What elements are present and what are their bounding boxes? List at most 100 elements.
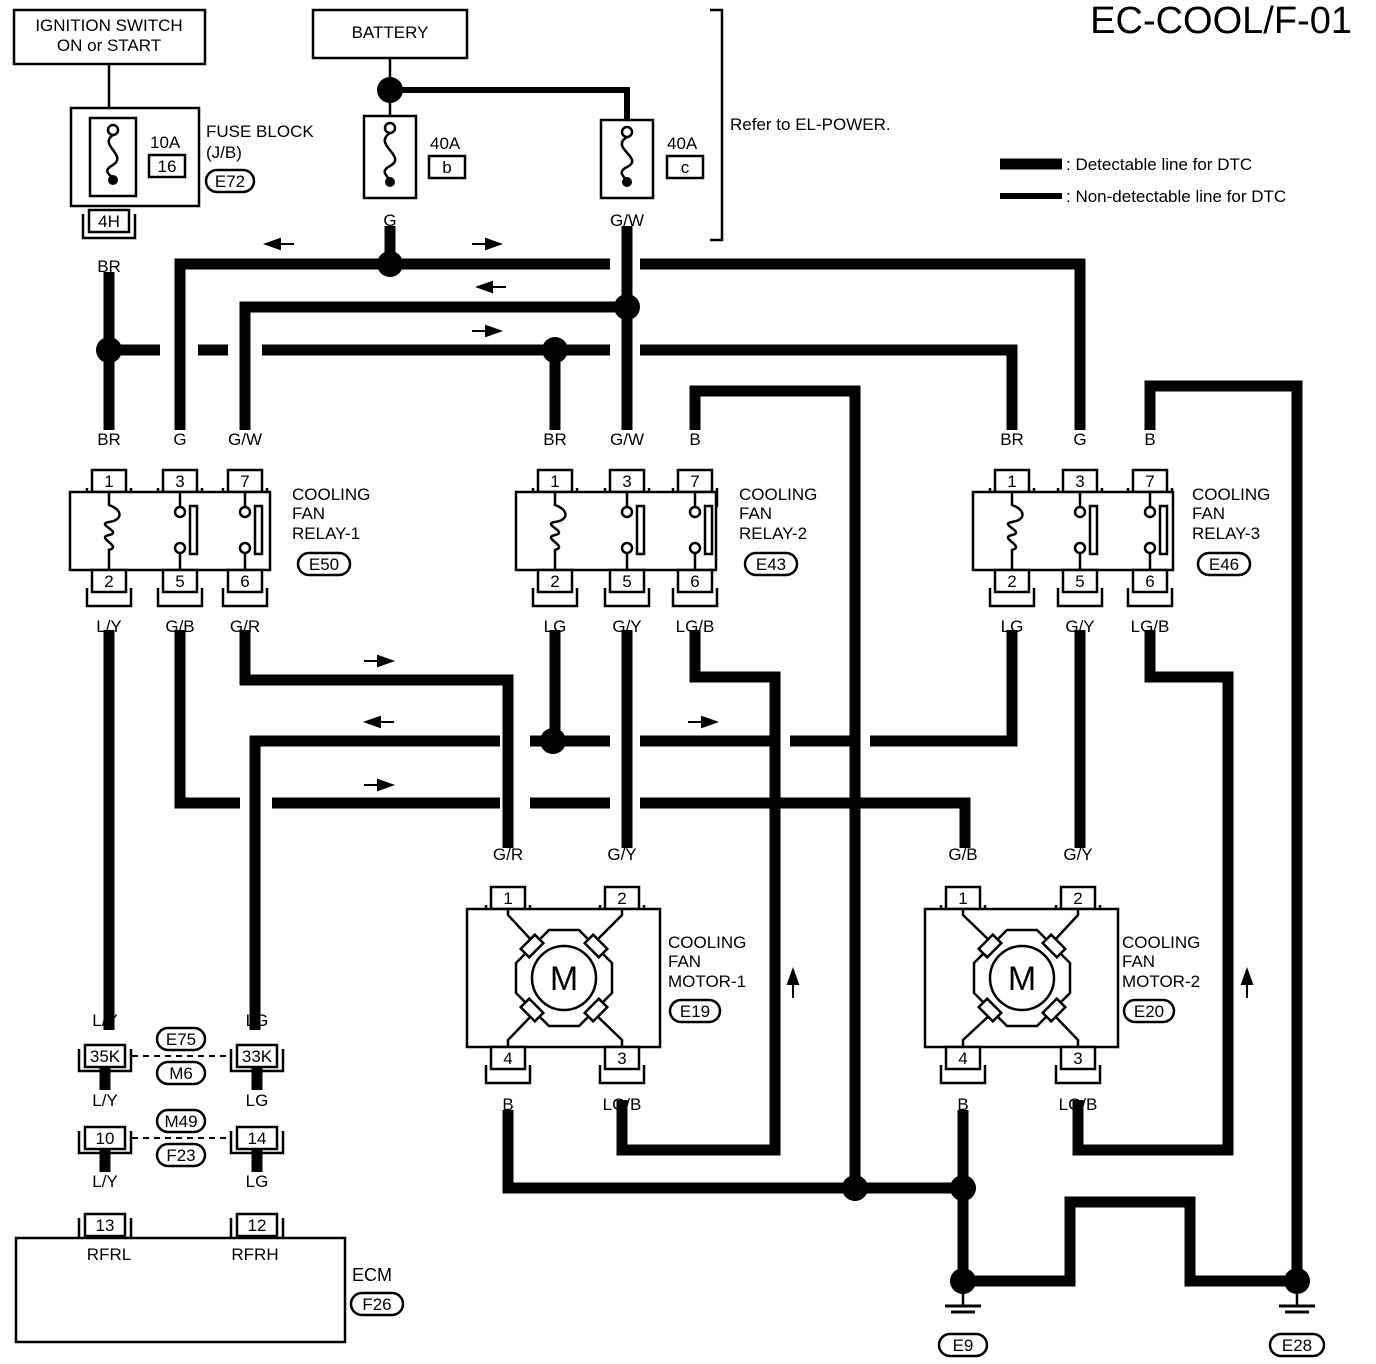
svg-text:M: M — [550, 960, 578, 998]
wire-br-label: BR — [97, 257, 121, 276]
ignition-switch-label: IGNITION SWITCH — [35, 16, 182, 35]
svg-text:G/R: G/R — [230, 617, 260, 636]
fuse-block-label: FUSE BLOCK — [206, 122, 314, 141]
svg-text:RELAY-3: RELAY-3 — [1192, 524, 1260, 543]
svg-text:3: 3 — [1075, 472, 1084, 491]
svg-text:G: G — [383, 211, 396, 230]
ignition-switch-box — [12, 8, 207, 66]
svg-text:4H: 4H — [98, 212, 120, 231]
svg-text:7: 7 — [240, 472, 249, 491]
svg-text:RFRL: RFRL — [87, 1245, 131, 1264]
svg-text:G: G — [1073, 430, 1086, 449]
svg-text:LG: LG — [246, 1172, 269, 1191]
svg-text:40A: 40A — [667, 134, 698, 153]
svg-text:B: B — [1184, 1229, 1195, 1248]
svg-text:BR: BR — [1000, 430, 1024, 449]
svg-text:COOLING: COOLING — [668, 933, 746, 952]
svg-text:F23: F23 — [166, 1146, 195, 1165]
svg-text:6: 6 — [690, 572, 699, 591]
svg-text:FAN: FAN — [1122, 952, 1155, 971]
svg-text:2: 2 — [550, 572, 559, 591]
fuse-block-sublabel: (J/B) — [206, 143, 242, 162]
svg-text:LG: LG — [246, 1091, 269, 1110]
svg-text:LG/B: LG/B — [603, 1095, 642, 1114]
svg-text:5: 5 — [175, 572, 184, 591]
legend-detectable: : Detectable line for DTC — [1066, 155, 1252, 174]
fuse-number: 16 — [158, 157, 177, 176]
svg-text:E46: E46 — [1209, 555, 1239, 574]
svg-text:5: 5 — [622, 572, 631, 591]
svg-text:COOLING: COOLING — [1122, 933, 1200, 952]
svg-text:BR: BR — [543, 430, 567, 449]
svg-text:14: 14 — [248, 1129, 267, 1148]
svg-text:LG/B: LG/B — [1059, 1095, 1098, 1114]
svg-text:33K: 33K — [242, 1047, 273, 1066]
svg-text:BR: BR — [97, 430, 121, 449]
fuse-amp: 10A — [150, 133, 181, 152]
svg-text:MOTOR-2: MOTOR-2 — [1122, 972, 1200, 991]
svg-text:E75: E75 — [166, 1030, 196, 1049]
diagram-title: EC-COOL/F-01 — [1090, 0, 1352, 42]
legend: : Detectable line for DTC : Non-detectab… — [1000, 155, 1286, 206]
svg-text:G/W: G/W — [610, 211, 644, 230]
svg-text:RELAY-1: RELAY-1 — [292, 524, 360, 543]
svg-text:LG/B: LG/B — [676, 617, 715, 636]
refer-bracket — [710, 8, 724, 242]
svg-text:LG: LG — [246, 1011, 269, 1030]
svg-text:G: G — [173, 430, 186, 449]
svg-text:B: B — [689, 430, 700, 449]
svg-text:COOLING: COOLING — [292, 485, 370, 504]
svg-text:b: b — [442, 158, 451, 177]
svg-text:L/Y: L/Y — [96, 617, 122, 636]
svg-text:G/Y: G/Y — [1063, 845, 1092, 864]
svg-text:M49: M49 — [164, 1112, 197, 1131]
svg-text:FAN: FAN — [668, 952, 701, 971]
svg-text:COOLING: COOLING — [1192, 485, 1270, 504]
svg-text:E50: E50 — [309, 555, 339, 574]
svg-text:FAN: FAN — [739, 504, 772, 523]
svg-text:RFRH: RFRH — [231, 1245, 278, 1264]
svg-text:E19: E19 — [680, 1002, 710, 1021]
svg-text:B: B — [957, 1229, 968, 1248]
svg-text:6: 6 — [240, 572, 249, 591]
svg-text:c: c — [681, 158, 690, 177]
svg-text:E20: E20 — [1134, 1002, 1164, 1021]
svg-text:2: 2 — [104, 572, 113, 591]
ecm-connector: F26 — [362, 1295, 391, 1314]
svg-text:G/Y: G/Y — [612, 617, 641, 636]
legend-non-detectable: : Non-detectable line for DTC — [1066, 187, 1286, 206]
svg-text:COOLING: COOLING — [739, 485, 817, 504]
svg-text:1: 1 — [550, 472, 559, 491]
fuse-block-connector: E72 — [215, 172, 245, 191]
svg-text:L/Y: L/Y — [92, 1011, 118, 1030]
battery-box — [311, 8, 469, 60]
svg-text:1: 1 — [958, 889, 967, 908]
svg-text:35K: 35K — [90, 1047, 121, 1066]
svg-text:3: 3 — [617, 1049, 626, 1068]
svg-text:L/Y: L/Y — [92, 1091, 118, 1110]
svg-text:M6: M6 — [169, 1064, 193, 1083]
svg-text:1: 1 — [1007, 472, 1016, 491]
svg-text:B: B — [957, 1095, 968, 1114]
svg-text:3: 3 — [1073, 1049, 1082, 1068]
svg-text:5: 5 — [1075, 572, 1084, 591]
svg-text:B: B — [1144, 430, 1155, 449]
svg-text:B: B — [1291, 1229, 1302, 1248]
svg-text:6: 6 — [1145, 572, 1154, 591]
svg-text:LG/B: LG/B — [1131, 617, 1170, 636]
svg-text:1: 1 — [104, 472, 113, 491]
svg-text:B: B — [1064, 1229, 1075, 1248]
fusible-link-c: 40A c G/W — [599, 118, 705, 230]
svg-text:40A: 40A — [430, 134, 461, 153]
svg-text:LG: LG — [544, 617, 567, 636]
svg-text:G/B: G/B — [165, 617, 194, 636]
ignition-switch-state: ON or START — [57, 36, 161, 55]
svg-text:RELAY-2: RELAY-2 — [739, 524, 807, 543]
ground-symbol-e28: E28 — [1268, 1292, 1326, 1358]
